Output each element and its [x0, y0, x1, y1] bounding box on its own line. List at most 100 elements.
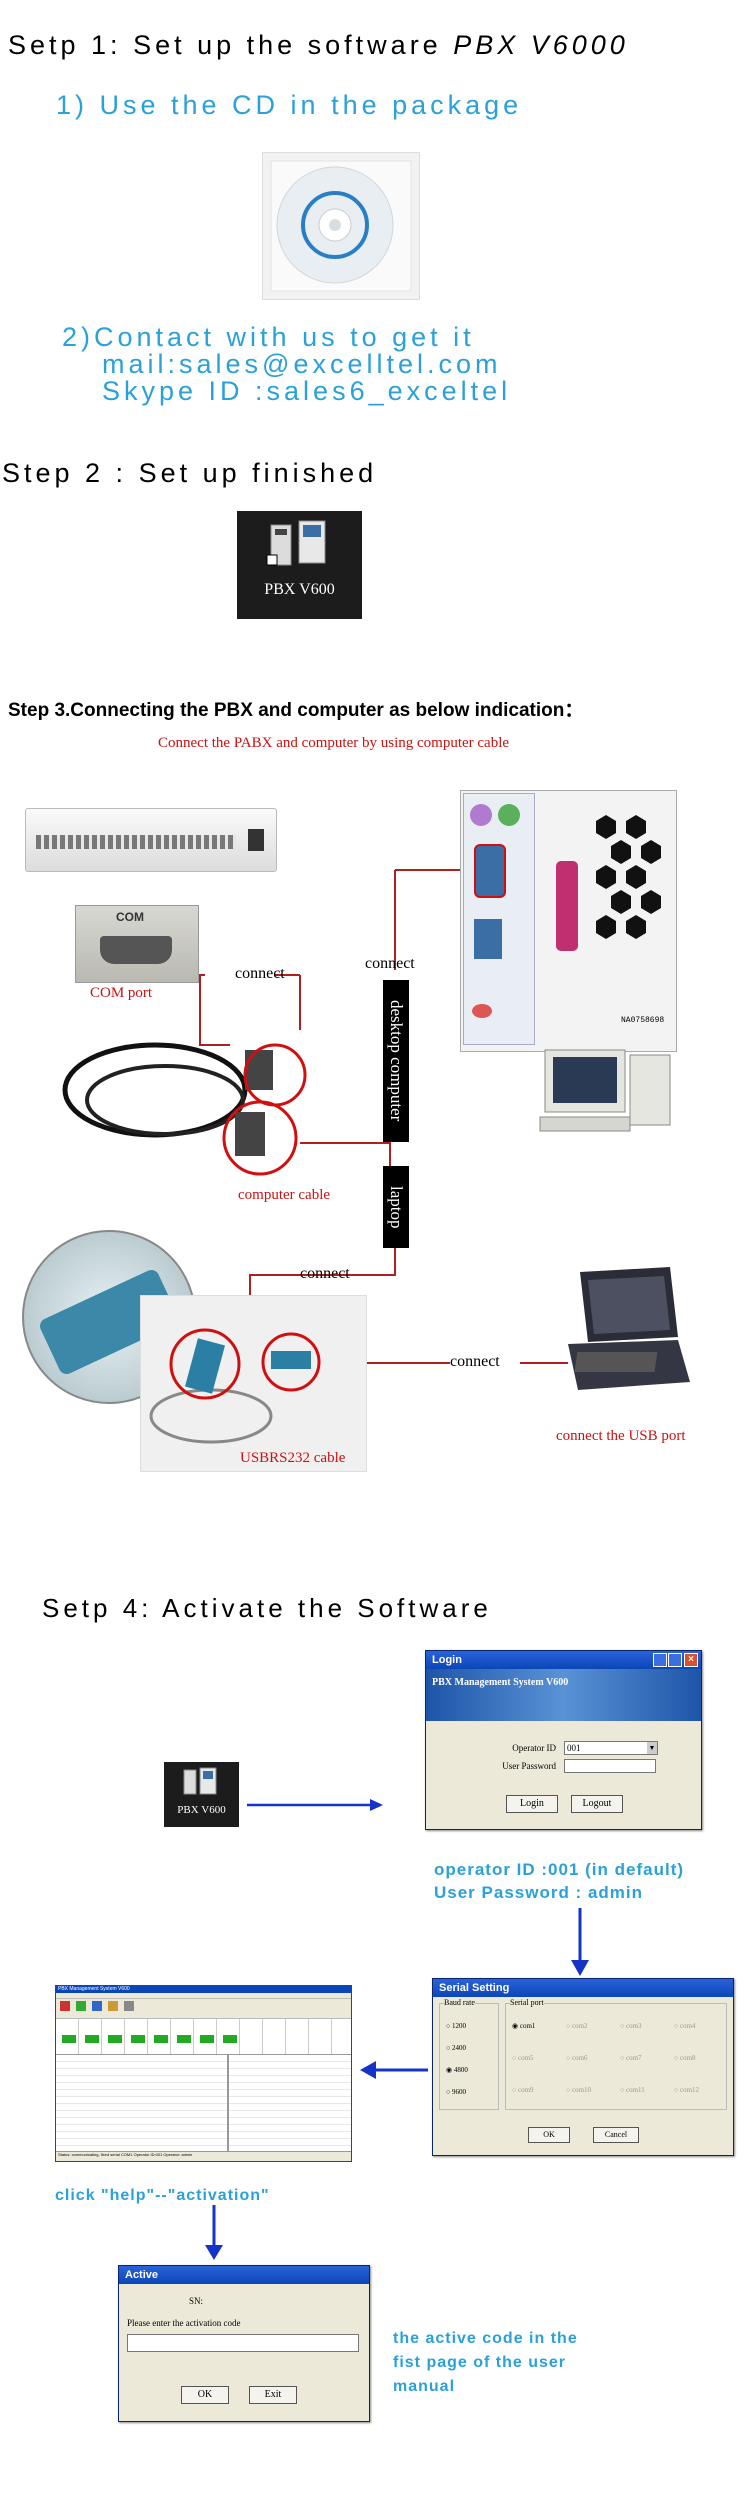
port-com5[interactable]: ○ com5: [512, 2054, 534, 2062]
toolbar-icon[interactable]: [108, 2001, 118, 2011]
extension-indicator: [200, 2035, 214, 2043]
toolbar-icon[interactable]: [92, 2001, 102, 2011]
vent-grill: [596, 815, 661, 939]
serial-port-label: Serial port: [510, 1998, 544, 2007]
main-titlebar: PBX Management System V600: [56, 1986, 351, 1993]
login-title: Login: [432, 1654, 462, 1666]
activation-code-input[interactable]: [127, 2334, 359, 2352]
main-toolbar: [56, 1999, 351, 2019]
vga-port: [474, 919, 502, 959]
port-com4[interactable]: ○ com4: [674, 2022, 696, 2030]
baud-2400[interactable]: ○ 2400: [446, 2044, 466, 2052]
icon-label-small: PBX V600: [177, 1804, 226, 1816]
desktop-computer-icon: [539, 1049, 671, 1132]
computer-cable-photo: [62, 1042, 307, 1176]
baud-rate-group: Baud rate ○ 1200 ○ 2400 ◉ 4800 ○ 9600: [439, 1998, 499, 2110]
note-password: User Password : admin: [434, 1883, 644, 1902]
port-com8[interactable]: ○ com8: [674, 2054, 696, 2062]
main-statusbar: Status: communicating, fixed serial COM1…: [56, 2151, 351, 2161]
minimize-icon[interactable]: [653, 1653, 667, 1667]
step1-product: PBX V6000: [453, 30, 629, 60]
step3-subtitle: Connect the PABX and computer by using c…: [158, 735, 510, 751]
usbrs232-label: USBRS232 cable: [240, 1450, 346, 1466]
code-note-line3: manual: [393, 2378, 456, 2395]
contact-email: mail:sales@excelltel.com: [102, 349, 502, 379]
baud-4800[interactable]: ◉ 4800: [446, 2066, 468, 2074]
port-com11[interactable]: ○ com11: [620, 2086, 645, 2094]
step1-title: Setp 1: Set up the software PBX V6000: [8, 30, 629, 61]
step1-title-text: Setp 1: Set up the software: [8, 30, 454, 60]
usb-serial-cable-photo: [140, 1295, 367, 1472]
chevron-down-icon[interactable]: ▼: [647, 1742, 657, 1754]
maximize-icon[interactable]: [668, 1653, 682, 1667]
note-operator-id: operator ID :001 (in default): [434, 1860, 685, 1879]
serial-ok-button[interactable]: OK: [528, 2127, 570, 2143]
usb-cable-icon: [149, 1328, 321, 1444]
toolbar-icon[interactable]: [124, 2001, 134, 2011]
serial-port-group: Serial port ◉ com1 ○ com2 ○ com3 ○ com4 …: [505, 1998, 727, 2110]
toolbar-icon[interactable]: [60, 2001, 70, 2011]
arrow-down-2: [205, 2205, 223, 2260]
connect-label-2: connect: [365, 955, 415, 972]
main-tables: [56, 2055, 351, 2151]
pbx-app-icon: PBX V600: [237, 511, 362, 619]
code-note-line1: the active code in the: [393, 2330, 578, 2347]
com-port-label: COM port: [90, 985, 153, 1001]
port-com9[interactable]: ○ com9: [512, 2086, 534, 2094]
pbx-ports: [36, 835, 236, 849]
laptop-label: laptop: [383, 1166, 409, 1248]
arrow-down-1: [571, 1908, 589, 1976]
parallel-port: [556, 861, 578, 951]
computer-cable-label: computer cable: [238, 1187, 331, 1203]
active-title: Active: [125, 2269, 159, 2281]
step2-title: Step 2 : Set up finished: [2, 458, 378, 488]
active-titlebar: Active: [119, 2266, 369, 2284]
desktop-rear-panel: NA0758698: [460, 790, 677, 1052]
sn-label: SN:: [189, 2296, 204, 2306]
extension-indicator: [131, 2035, 145, 2043]
extension-indicator: [85, 2035, 99, 2043]
active-ok-button[interactable]: OK: [181, 2386, 229, 2404]
contact-skype: Skype ID :sales6_exceltel: [102, 376, 512, 406]
password-label: User Password: [502, 1761, 556, 1771]
icon-label: PBX V600: [264, 581, 335, 598]
extension-indicator: [154, 2035, 168, 2043]
cd-icon: [270, 160, 412, 292]
password-field[interactable]: [564, 1759, 656, 1773]
pbx-device: [25, 808, 277, 872]
call-log-table: [56, 2055, 229, 2151]
login-button[interactable]: Login: [506, 1795, 558, 1813]
detail-table: [228, 2055, 351, 2151]
logout-button[interactable]: Logout: [571, 1795, 623, 1813]
code-note-line2: fist page of the user: [393, 2354, 567, 2371]
io-ports: [463, 793, 535, 1045]
login-banner: PBX Management System V600: [426, 1669, 701, 1721]
active-exit-button[interactable]: Exit: [249, 2386, 297, 2404]
pbx-com-port: [248, 829, 264, 851]
baud-9600[interactable]: ○ 9600: [446, 2088, 466, 2096]
port-com10[interactable]: ○ com10: [566, 2086, 592, 2094]
desktop-computer-label: desktop computer: [383, 980, 409, 1142]
extension-grid: [56, 2019, 351, 2055]
port-com1[interactable]: ◉ com1: [512, 2022, 536, 2030]
ps2-mouse-port: [470, 804, 492, 826]
activation-code-note: the active code in the fist page of the …: [393, 2327, 578, 2399]
com-port-photo: COM: [75, 905, 199, 983]
arrow-left: [360, 2061, 428, 2079]
extension-indicator: [223, 2035, 237, 2043]
baud-1200[interactable]: ○ 1200: [446, 2022, 466, 2030]
port-com7[interactable]: ○ com7: [620, 2054, 642, 2062]
login-titlebar: Login ×: [426, 1651, 701, 1669]
port-com12[interactable]: ○ com12: [674, 2086, 700, 2094]
toolbar-icon[interactable]: [76, 2001, 86, 2011]
extension-indicator: [177, 2035, 191, 2043]
port-com2[interactable]: ○ com2: [566, 2022, 588, 2030]
close-icon[interactable]: ×: [684, 1653, 698, 1667]
step1-option2: 2)Contact with us to get it mail:sales@e…: [62, 322, 511, 407]
connect-usb-label: connect the USB port: [556, 1428, 686, 1444]
operator-id-select[interactable]: 001 ▼: [564, 1741, 658, 1755]
port-com3[interactable]: ○ com3: [620, 2022, 642, 2030]
port-com6[interactable]: ○ com6: [566, 2054, 588, 2062]
serial-cancel-button[interactable]: Cancel: [593, 2127, 639, 2143]
extension-status-row: [56, 2019, 351, 2059]
